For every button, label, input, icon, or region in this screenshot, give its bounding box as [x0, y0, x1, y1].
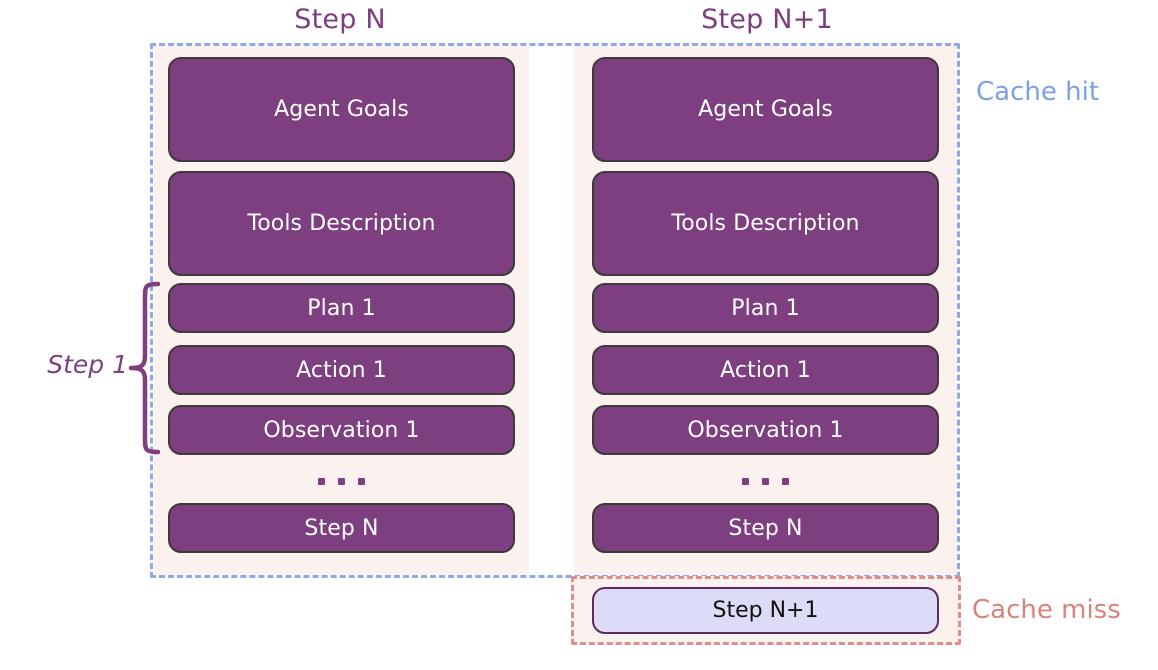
ellipsis-dot	[318, 477, 325, 485]
ellipsis-dot	[782, 477, 789, 485]
block-observation-1: Observation 1	[592, 405, 939, 455]
block-plan-1: Plan 1	[168, 283, 515, 333]
block-observation-1: Observation 1	[168, 405, 515, 455]
block-plan-1: Plan 1	[592, 283, 939, 333]
column-heading-step-n: Step N	[294, 4, 386, 35]
block-tools-description: Tools Description	[168, 171, 515, 276]
ellipsis-icon	[592, 469, 939, 493]
ellipsis-dot	[358, 477, 365, 485]
block-agent-goals: Agent Goals	[168, 57, 515, 162]
block-tools-description: Tools Description	[592, 171, 939, 276]
block-step-n: Step N	[168, 503, 515, 553]
block-action-1: Action 1	[168, 345, 515, 395]
block-action-1: Action 1	[592, 345, 939, 395]
curly-brace-icon	[128, 281, 160, 455]
block-step-n: Step N	[592, 503, 939, 553]
block-step-n-plus-1-new: Step N+1	[592, 587, 939, 634]
step-group-label: Step 1	[47, 350, 128, 379]
ellipsis-icon	[168, 469, 515, 493]
cache-hit-region	[150, 43, 960, 578]
block-agent-goals: Agent Goals	[592, 57, 939, 162]
cache-hit-label: Cache hit	[976, 77, 1100, 107]
ellipsis-dot	[742, 477, 749, 485]
ellipsis-dot	[762, 477, 769, 485]
cache-miss-label: Cache miss	[972, 595, 1121, 625]
column-heading-step-n-plus-1: Step N+1	[701, 4, 833, 35]
ellipsis-dot	[338, 477, 345, 485]
